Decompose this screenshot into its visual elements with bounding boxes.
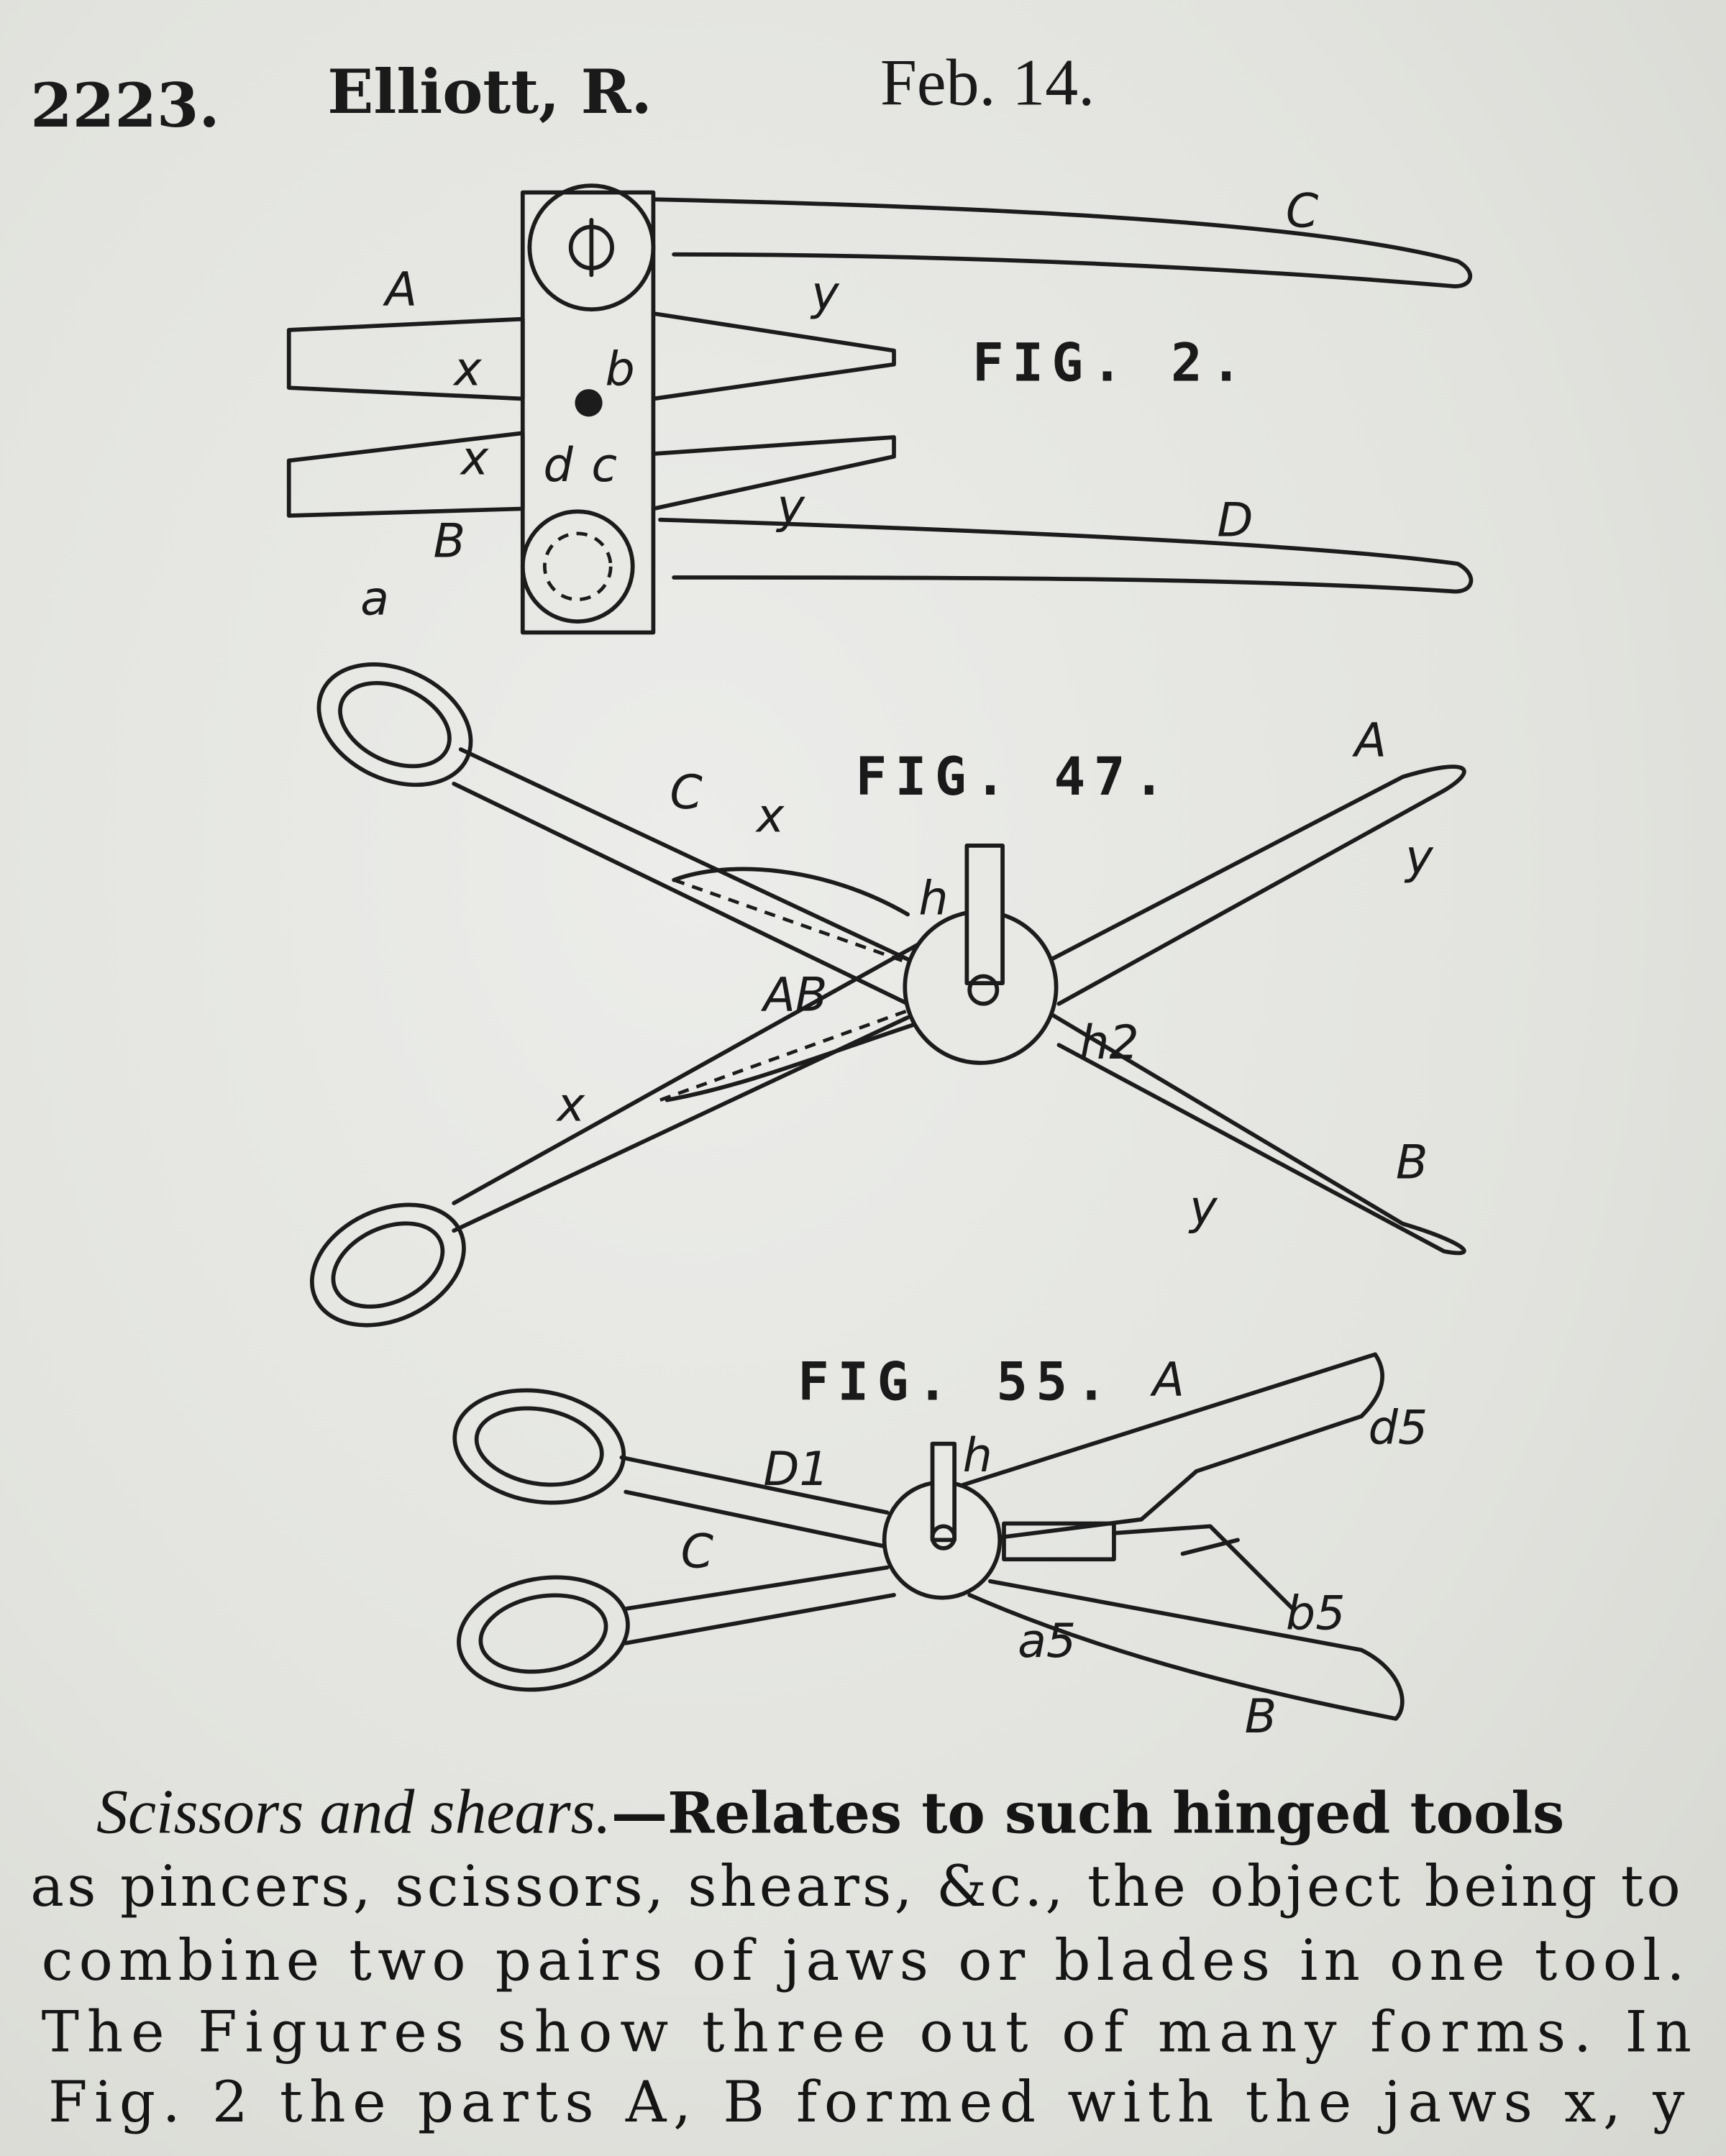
patent-date: Feb. 14. <box>880 45 1095 119</box>
figure-47: FIG. 47. A B C x x y y h h2 AB <box>309 662 1466 1328</box>
abstract-line-2: as pincers, scissors, shears, &c., the o… <box>30 1854 1680 1919</box>
label: C <box>681 1525 714 1579</box>
handle-d <box>658 517 1474 594</box>
label: y <box>776 480 806 534</box>
abstract-line-5: Fig. 2 the parts A, B formed with the ja… <box>48 2070 1685 2135</box>
upper-pivot <box>527 183 656 312</box>
jaw-y-lower <box>651 435 896 511</box>
jaw-y-upper <box>651 311 896 401</box>
label: h <box>963 1429 992 1483</box>
abstract-line-3: combine two pairs of jaws or blades in o… <box>42 1928 1685 1993</box>
label: A <box>1149 1353 1184 1407</box>
figure-2: FIG. 2. A B C D x x y y b c d a <box>286 183 1474 635</box>
label: B <box>1245 1690 1277 1744</box>
abstract-line-text: —Relates to such hinged tools <box>611 1781 1564 1847</box>
label: h2 <box>1079 1016 1139 1070</box>
figure-47-caption: FIG. 47. <box>855 747 1173 808</box>
label: D <box>1217 494 1253 548</box>
label: b <box>606 342 635 396</box>
label: y <box>810 267 840 321</box>
label: x <box>755 790 785 844</box>
label: A <box>383 262 417 316</box>
label: b5 <box>1286 1587 1346 1641</box>
label: a <box>360 572 389 626</box>
label: d <box>543 439 573 493</box>
finger-ring <box>457 1575 630 1692</box>
label: C <box>670 766 703 820</box>
label: C <box>1286 184 1319 238</box>
label: AB <box>760 968 827 1022</box>
label: x <box>556 1078 585 1132</box>
label: y <box>1404 831 1434 885</box>
label: B <box>434 514 466 568</box>
finger-ring <box>452 1388 626 1505</box>
label: B <box>1396 1136 1428 1190</box>
label: c <box>591 439 617 493</box>
jaw-x-upper <box>286 316 525 401</box>
label: D1 <box>763 1443 828 1497</box>
abstract-line-4: The Figures show three out of many forms… <box>42 2000 1691 2065</box>
abstract-text: Scissors and shears.—Relates to such hin… <box>30 1778 1691 2136</box>
rivet <box>575 389 603 417</box>
label: A <box>1352 714 1387 768</box>
abstract-title: Scissors and shears. <box>96 1778 611 1847</box>
figure-2-caption: FIG. 2. <box>972 334 1250 394</box>
patent-number: 2223. <box>30 70 219 141</box>
label: h <box>918 872 948 926</box>
handle-c <box>651 197 1473 288</box>
inventor-name: Elliott, R. <box>327 56 652 127</box>
lever-h <box>964 844 1005 985</box>
label: x <box>452 342 482 396</box>
jaw-x-lower <box>286 431 525 518</box>
abstract-line-1: Scissors and shears.—Relates to such hin… <box>96 1778 1564 1847</box>
label: y <box>1188 1182 1218 1235</box>
finger-ring <box>309 1202 466 1328</box>
finger-ring <box>316 662 473 787</box>
sleeve <box>1002 1521 1116 1562</box>
figure-55: FIG. 55. A B C D1 h d5 b5 a5 <box>452 1352 1428 1744</box>
label: x <box>460 432 489 486</box>
lower-pivot <box>520 509 635 624</box>
figure-55-caption: FIG. 55. <box>798 1352 1115 1412</box>
label: a5 <box>1018 1614 1076 1668</box>
label: d5 <box>1369 1402 1428 1456</box>
